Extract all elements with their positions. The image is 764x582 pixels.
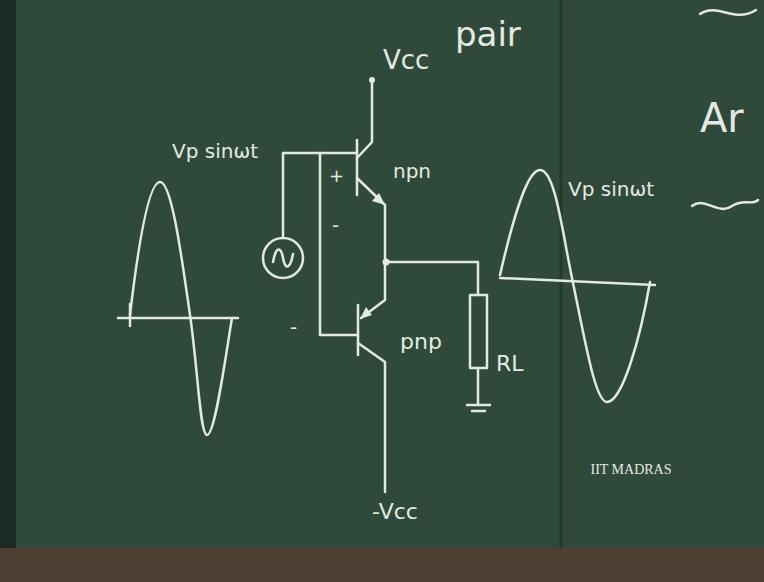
input-sine-wave: [130, 182, 232, 435]
signal-label: Vp sinωt: [568, 178, 654, 200]
wire: [477, 368, 480, 405]
resistor-symbol: [470, 295, 487, 368]
supply-label: -Vcc: [372, 500, 418, 524]
heading-fragment: pair: [455, 16, 521, 53]
board-divider: [560, 0, 563, 548]
transistor-label: pnp: [400, 330, 442, 354]
npn-base-bar: [356, 140, 359, 195]
sine-symbol: [273, 249, 293, 266]
wire: [385, 262, 478, 295]
pnp-collector: [358, 343, 385, 492]
signal-label: Vp sinωt: [172, 140, 258, 162]
board-edge: [0, 0, 16, 582]
signal-source: [263, 238, 303, 278]
wire: [320, 153, 358, 335]
transistor-label: npn: [393, 160, 431, 182]
ground-symbol: [467, 405, 490, 411]
resistor-label: RL: [496, 352, 524, 376]
emitter-arrow: [360, 307, 372, 319]
time-axis: [118, 317, 238, 320]
supply-label: Vcc: [383, 46, 429, 75]
pnp-emitter: [361, 262, 385, 318]
time-axis: [500, 278, 655, 285]
junction-dot: [383, 259, 390, 266]
emitter-arrow: [372, 193, 385, 205]
chalk-squiggle: [692, 200, 758, 209]
heading-fragment: Ar: [700, 96, 744, 140]
npn-emitter: [357, 178, 385, 262]
pnp-base-bar: [357, 305, 360, 355]
polarity-mark: -: [290, 316, 297, 338]
polarity-mark: +: [329, 166, 344, 186]
watermark: IIT MADRAS: [588, 462, 674, 477]
npn-collector: [357, 82, 372, 158]
polarity-mark: -: [332, 214, 339, 236]
chalk-squiggle: [700, 10, 756, 15]
chalk-ledge: [0, 548, 764, 582]
terminal-dot: [369, 77, 375, 83]
